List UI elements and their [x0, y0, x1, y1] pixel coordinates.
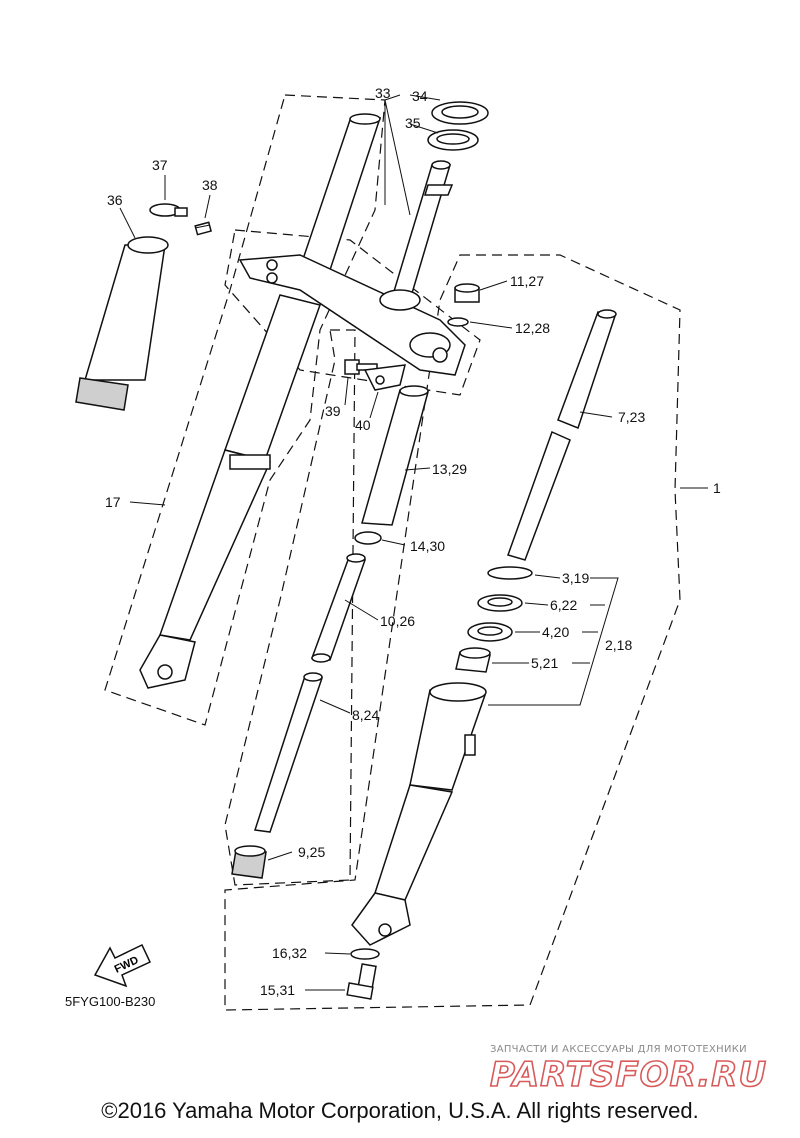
oil-seal-part: [467, 622, 513, 642]
clamp-part: [149, 203, 188, 217]
bearing-part: [431, 101, 489, 125]
label-8-24: 8,24: [352, 707, 379, 723]
label-1: 1: [713, 480, 721, 496]
label-16-32: 16,32: [272, 945, 307, 961]
label-34: 34: [412, 88, 428, 104]
label-13-29: 13,29: [432, 461, 467, 477]
left-fork-leg-part: [139, 294, 321, 689]
label-39: 39: [325, 403, 341, 419]
label-35: 35: [405, 115, 421, 131]
label-17: 17: [105, 494, 121, 510]
inner-parts-outline: [224, 329, 356, 886]
label-38: 38: [202, 177, 218, 193]
label-37: 37: [152, 157, 168, 173]
screw-part: [194, 221, 212, 236]
label-11-27: 11,27: [510, 273, 544, 289]
cap-bolt-part: [454, 283, 480, 303]
label-9-25: 9,25: [298, 844, 325, 860]
upper-tube-part: [298, 113, 382, 271]
steering-stem-part: [391, 160, 454, 301]
watermark-subtitle: ЗАПЧАСТИ И АКСЕССУАРЫ ДЛЯ МОТОТЕХНИКИ: [490, 1044, 747, 1055]
under-bracket-part: [238, 254, 466, 376]
copyright-notice: ©2016 Yamaha Motor Corporation, U.S.A. A…: [101, 1098, 699, 1123]
drain-bolt-part: [346, 963, 377, 1000]
washer-part: [354, 531, 382, 545]
cable-guide-part: [363, 364, 406, 391]
label-2-18: 2,18: [605, 637, 632, 653]
label-40: 40: [355, 417, 371, 433]
forward-arrow-icon: [93, 943, 151, 988]
label-12-28: 12,28: [515, 320, 550, 336]
gasket-part: [350, 948, 380, 960]
oil-lock-piece-part: [231, 845, 267, 879]
bracket-assembly-outline: [224, 229, 481, 396]
label-6-22: 6,22: [550, 597, 577, 613]
label-36: 36: [107, 192, 123, 208]
label-5-21: 5,21: [531, 655, 558, 671]
spacer-part: [361, 385, 429, 526]
label-3-19: 3,19: [562, 570, 589, 586]
circlip-part: [487, 566, 533, 580]
label-33: 33: [375, 85, 391, 101]
leader-lines: [119, 94, 708, 991]
damper-rod-part: [254, 672, 324, 833]
diagram-code: 5FYG100-B230: [65, 994, 155, 1009]
inner-tube-part: [507, 309, 617, 561]
o-ring-part: [447, 317, 469, 327]
watermark-logo: PARTSFOR.RU: [490, 1055, 767, 1095]
bushing-part: [455, 647, 491, 673]
spring-part: [310, 553, 367, 663]
bolt-part: [344, 359, 378, 375]
label-10-26: 10,26: [380, 613, 415, 629]
outer-tube-part: [351, 682, 487, 946]
label-14-30: 14,30: [410, 538, 445, 554]
label-7-23: 7,23: [618, 409, 645, 425]
right-fork-assembly-outline: [224, 254, 681, 1011]
fork-boot-part: [75, 236, 169, 411]
label-15-31: 15,31: [260, 982, 295, 998]
seal-part: [427, 129, 479, 151]
left-fork-assembly-outline: [104, 94, 386, 726]
label-4-20: 4,20: [542, 624, 569, 640]
dust-seal-part: [477, 594, 523, 612]
